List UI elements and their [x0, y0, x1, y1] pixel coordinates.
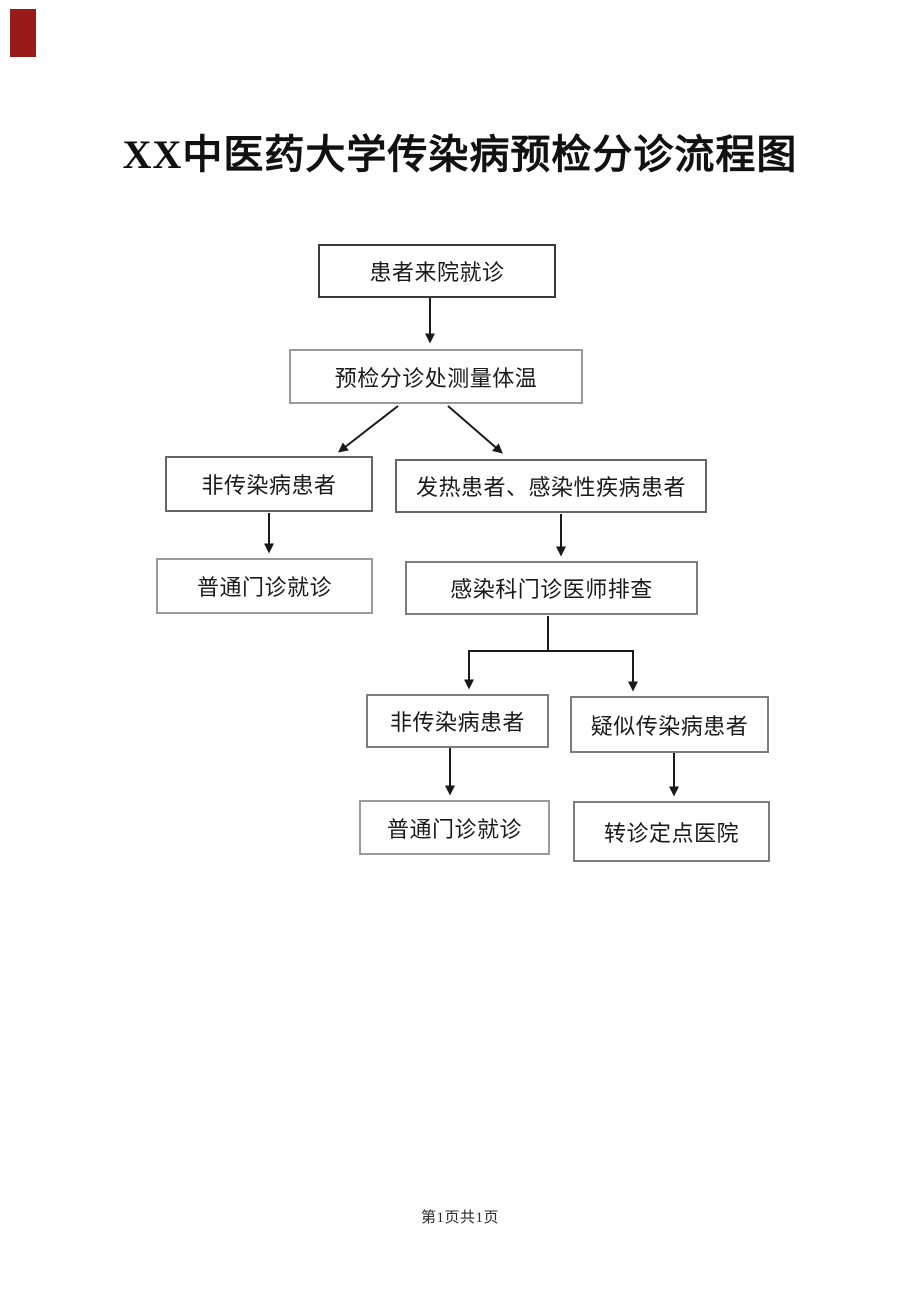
node-referral-hospital: 转诊定点医院: [573, 801, 770, 862]
node-suspected-infectious-patient: 疑似传染病患者: [570, 696, 769, 753]
arrow-triage-to-fever: [447, 405, 503, 454]
node-suspected-infectious-patient-label: 疑似传染病患者: [590, 713, 749, 739]
node-infection-dept-screening: 感染科门诊医师排查: [405, 561, 698, 615]
node-non-infectious-patient-1: 非传染病患者: [165, 456, 373, 512]
node-general-clinic-2-label: 普通门诊就诊: [386, 816, 522, 842]
page-number-indicator: 第1页共1页: [420, 1210, 499, 1226]
node-infection-dept-screening-label: 感染科门诊医师排查: [450, 577, 653, 602]
node-general-clinic-1: 普通门诊就诊: [156, 558, 373, 614]
node-fever-infectious-patient: 发热患者、感染性疾病患者: [395, 459, 707, 513]
page-title: XX中医药大学传染病预检分诊流程图: [122, 132, 798, 177]
node-general-clinic-1-label: 普通门诊就诊: [196, 575, 332, 600]
node-fever-infectious-patient-label: 发热患者、感染性疾病患者: [415, 475, 686, 500]
node-general-clinic-2: 普通门诊就诊: [359, 800, 550, 855]
node-non-infectious-patient-1-label: 非传染病患者: [201, 473, 337, 498]
red-corner-marker: [10, 9, 36, 57]
node-patient-arrival-label: 患者来院就诊: [369, 260, 505, 285]
node-patient-arrival: 患者来院就诊: [318, 244, 556, 298]
node-non-infectious-patient-2: 非传染病患者: [366, 694, 549, 748]
node-referral-hospital-label: 转诊定点医院: [603, 820, 739, 846]
node-non-infectious-patient-2-label: 非传染病患者: [389, 710, 525, 735]
node-triage-temperature: 预检分诊处测量体温: [289, 349, 583, 404]
arrow-triage-to-non-infectious: [338, 405, 399, 453]
node-triage-temperature-label: 预检分诊处测量体温: [334, 365, 538, 391]
